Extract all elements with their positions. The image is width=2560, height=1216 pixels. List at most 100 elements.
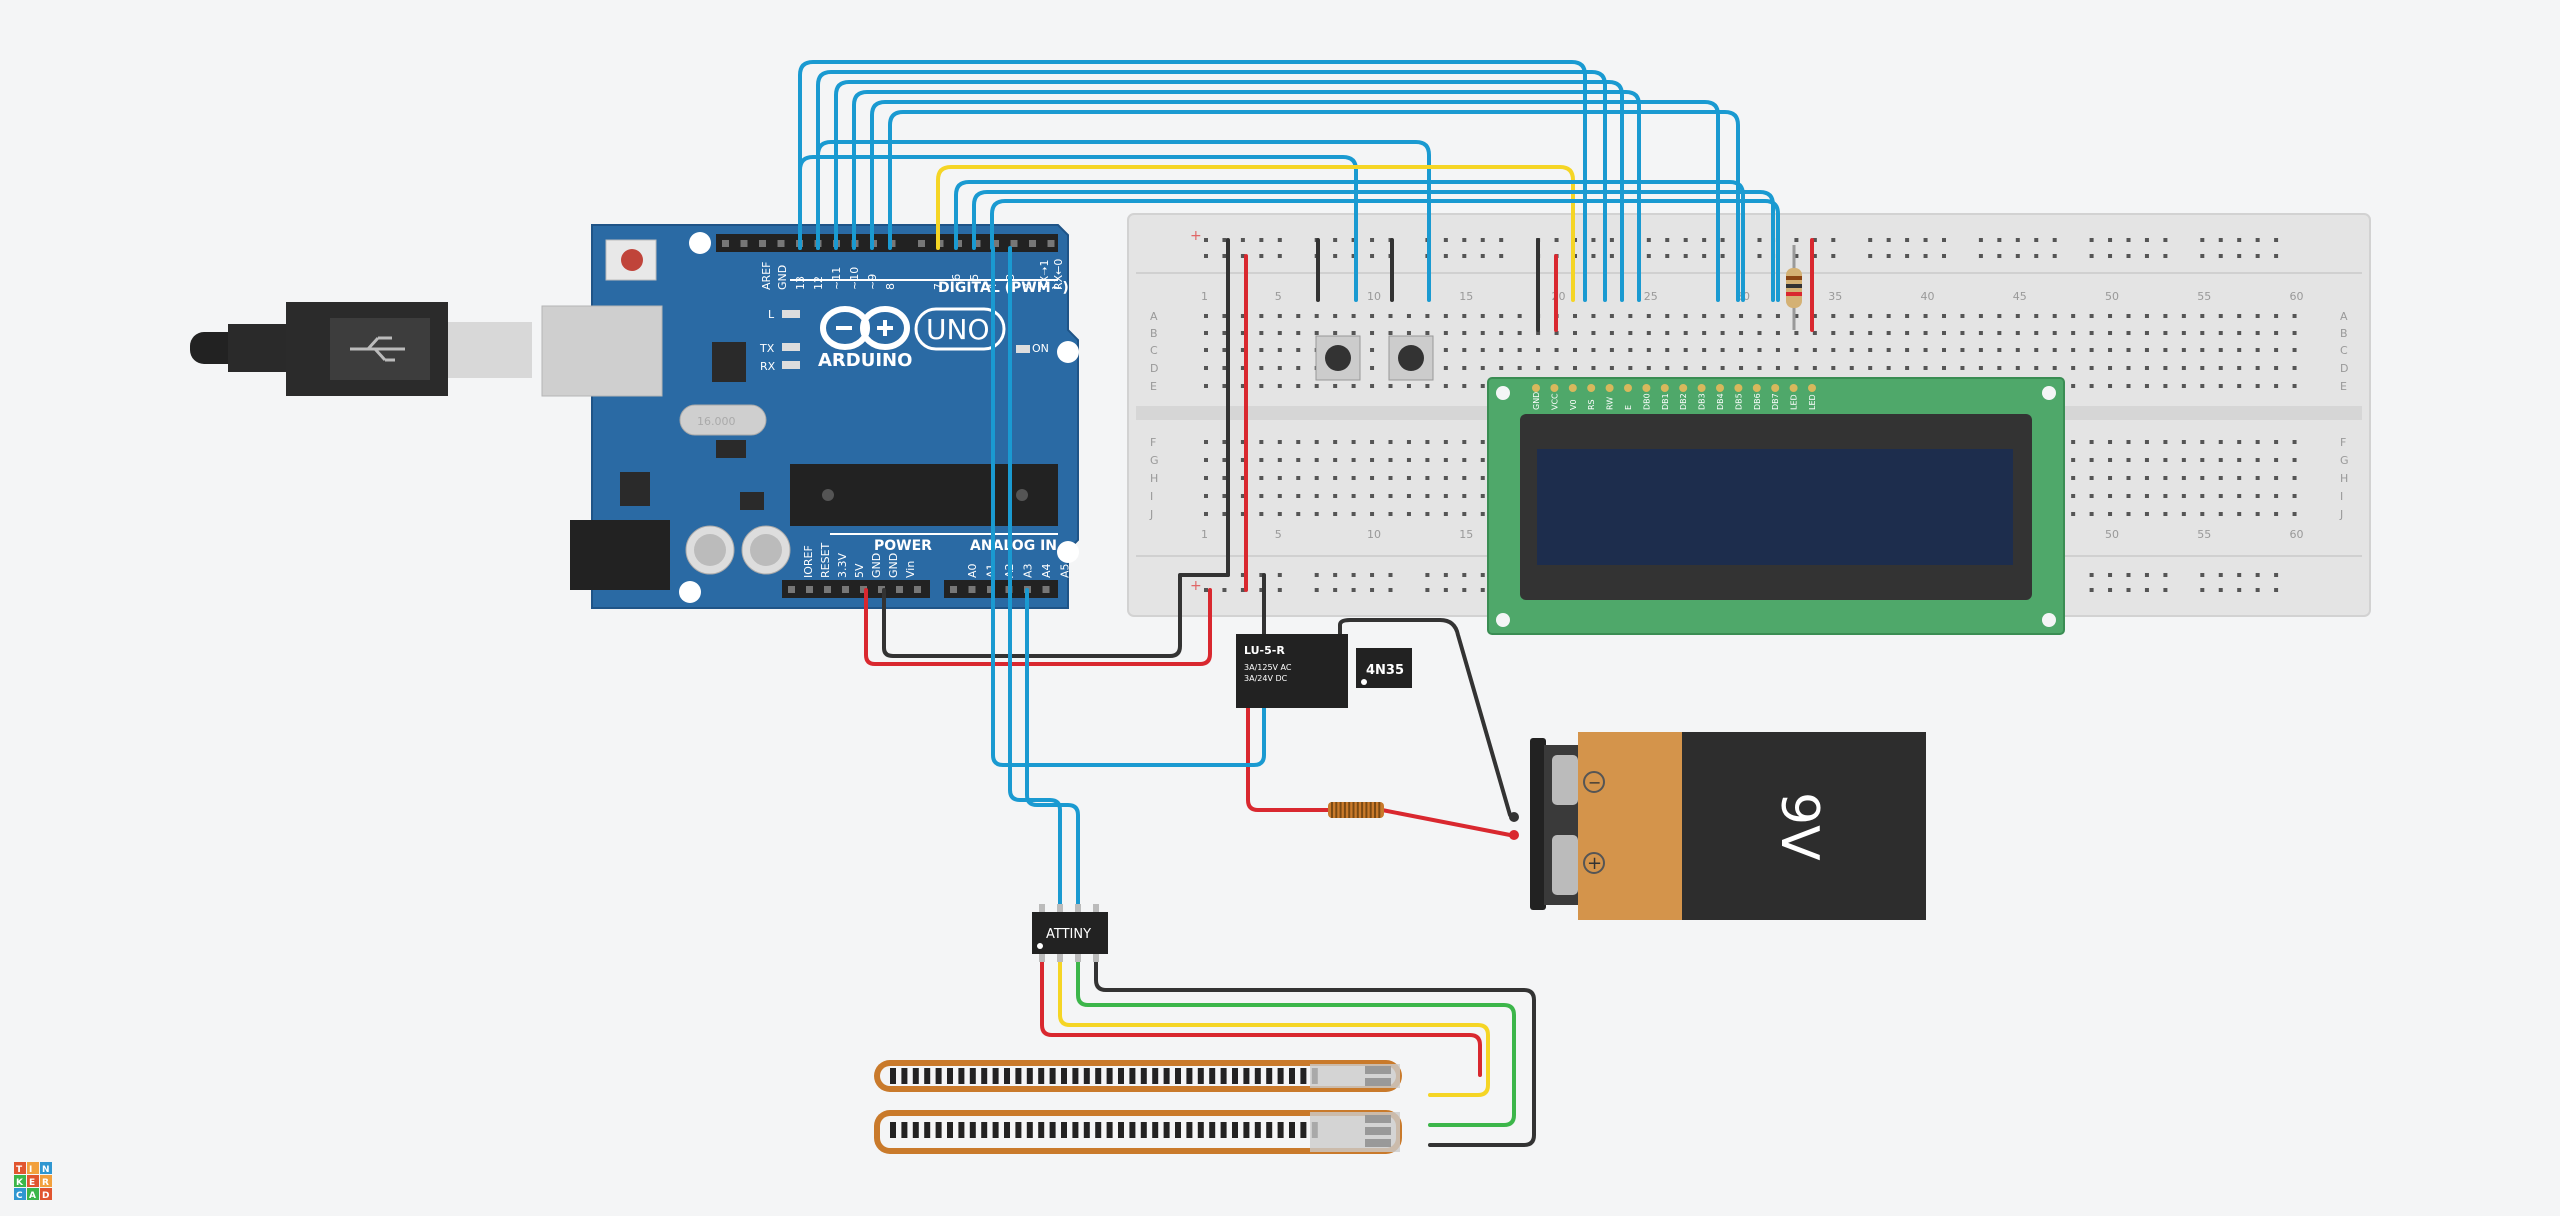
wire-red[interactable] — [1040, 953, 1482, 1077]
lcd-pin-label: VCC — [1550, 393, 1559, 410]
relay-rating-dc: 3A/24V DC — [1244, 674, 1288, 683]
lcd-pin-label: LED — [1808, 394, 1817, 410]
analog-pin-label: A5 — [1059, 563, 1072, 578]
wire-blue[interactable] — [888, 110, 1740, 302]
column-number: 55 — [2197, 290, 2211, 303]
power-pin-label: IOREF — [802, 545, 815, 578]
crystal-label: 16.000 — [697, 415, 736, 428]
wire-blue[interactable] — [852, 90, 1641, 302]
wire-blue[interactable] — [1025, 588, 1080, 914]
lcd-screen — [1537, 449, 2013, 565]
logo-letter: C — [16, 1191, 23, 1201]
wire-blue[interactable] — [991, 246, 1266, 767]
digital-pwm-label: DIGITAL (PWM~) — [938, 280, 1069, 296]
lcd-pin-label: DB5 — [1734, 393, 1743, 410]
wire-blue[interactable] — [972, 190, 1775, 302]
arduino-model: UNO — [926, 313, 989, 346]
wire-yellow[interactable] — [936, 165, 1575, 302]
wire-red[interactable] — [1246, 698, 1332, 812]
battery-minus-label: − — [1588, 773, 1601, 792]
wire-blue[interactable] — [816, 70, 1607, 302]
row-letter: C — [2340, 344, 2348, 357]
wire-blue[interactable] — [954, 180, 1745, 302]
wires[interactable] — [798, 60, 1814, 1147]
row-letter: F — [2340, 436, 2346, 449]
row-letter: E — [2340, 380, 2347, 393]
column-number: 50 — [2105, 528, 2119, 541]
wire-yellow[interactable] — [1058, 953, 1490, 1097]
column-number: 20 — [1552, 290, 1566, 303]
lcd-pin-label: GND — [1532, 392, 1541, 410]
wire-black[interactable] — [1094, 953, 1536, 1147]
wire-black[interactable] — [882, 573, 1230, 658]
row-letter: C — [1150, 344, 1158, 357]
lcd-pin-label: DB1 — [1661, 393, 1670, 410]
logo-letter: R — [42, 1178, 49, 1188]
wire-red[interactable] — [1380, 808, 1512, 837]
row-letter: D — [1150, 362, 1158, 375]
pushbutton-2[interactable] — [1388, 335, 1434, 381]
relay[interactable]: LU-5-R 3A/125V AC 3A/24V DC — [1236, 634, 1348, 708]
resistor[interactable] — [1786, 245, 1802, 330]
battery-plus-label: + — [1587, 853, 1602, 874]
wire-green[interactable] — [1076, 953, 1516, 1127]
wire-red[interactable] — [864, 588, 1212, 666]
digital-pin-label: 12 — [812, 276, 825, 290]
lcd-pin-label: RS — [1587, 399, 1596, 410]
wire-blue[interactable] — [834, 80, 1624, 302]
optocoupler-4n35[interactable]: 4N35 — [1356, 648, 1412, 688]
row-letter: B — [1150, 327, 1158, 340]
column-number: 1 — [1201, 290, 1208, 303]
digital-pin-label: GND — [776, 265, 789, 290]
column-number: 55 — [2197, 528, 2211, 541]
relay-name: LU-5-R — [1244, 644, 1285, 657]
led-tx-label: TX — [759, 342, 775, 355]
column-number: 1 — [1201, 528, 1208, 541]
usb-cable[interactable] — [190, 302, 532, 396]
attiny-label: ATTINY — [1046, 927, 1091, 942]
wire-blue[interactable] — [990, 199, 1780, 302]
digital-pin-label: TX➝1 — [1038, 260, 1051, 291]
crystal — [679, 404, 767, 436]
row-letter: H — [2340, 472, 2348, 485]
logo-letter: K — [16, 1178, 24, 1188]
usb-symbol-icon — [350, 336, 405, 362]
power-pin-label: 5V — [853, 563, 866, 578]
lcd-pin-label: DB0 — [1642, 393, 1651, 410]
wire-blue[interactable] — [798, 60, 1587, 302]
lcd-pin-label: DB3 — [1698, 393, 1707, 410]
wire-black[interactable] — [1338, 618, 1512, 817]
power-pin-label: Vin — [904, 561, 917, 578]
analog-pin-label: A3 — [1022, 563, 1035, 578]
wire-blue[interactable] — [870, 100, 1720, 302]
column-number: 15 — [1459, 528, 1473, 541]
power-pin-label: GND — [870, 553, 883, 578]
digital-pin-label: 13 — [794, 276, 807, 290]
inductor-coil[interactable] — [1328, 802, 1384, 818]
wire-blue[interactable] — [798, 155, 1358, 302]
row-letter: F — [1150, 436, 1156, 449]
column-number: 10 — [1367, 290, 1381, 303]
flex-sensor-1[interactable] — [874, 1060, 1402, 1092]
led-rx-label: RX — [760, 360, 776, 373]
wire-blue[interactable] — [816, 140, 1431, 302]
column-number: 40 — [1921, 290, 1935, 303]
digital-pin-label: AREF — [760, 262, 773, 290]
power-pin-label: 3.3V — [836, 553, 849, 578]
battery-voltage-label: 9V — [1769, 792, 1829, 861]
led-l-label: L — [768, 308, 775, 321]
attiny-chip[interactable]: ATTINY — [1032, 904, 1108, 962]
flex-sensor-2[interactable] — [874, 1110, 1402, 1154]
digital-pin-label: 8 — [884, 283, 897, 290]
row-letter: G — [1150, 454, 1159, 467]
row-letter: A — [2340, 310, 2348, 323]
battery-9v[interactable]: − + 9V — [1509, 732, 1926, 920]
pushbutton-1[interactable] — [1315, 335, 1361, 381]
row-letter: J — [1149, 508, 1153, 521]
